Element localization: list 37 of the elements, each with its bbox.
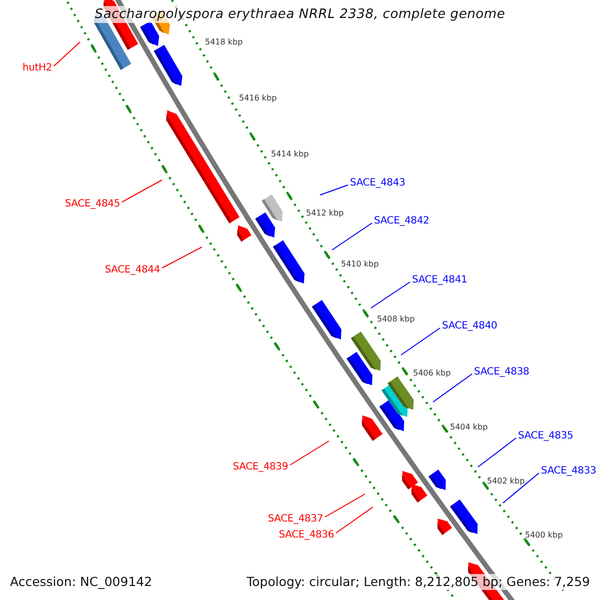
gene-label: SACE_4844	[104, 264, 160, 276]
scale-label: 5412 kbp	[306, 208, 344, 218]
scale-label: 5404 kbp	[450, 422, 488, 432]
leader-line	[370, 282, 410, 308]
leader-line	[324, 494, 366, 518]
gene-label: SACE_4838	[474, 366, 530, 378]
gene-label: hutH2	[22, 62, 52, 74]
leader-line	[332, 222, 372, 250]
leader-line	[162, 246, 202, 268]
info-text: Topology: circular; Length: 8,212,805 bp; Genes: 7,259	[244, 574, 592, 590]
gene-label: SACE_4842	[374, 214, 430, 228]
gene-label: SACE_4837	[268, 512, 323, 526]
gene-label: SACE_4839	[232, 460, 288, 474]
gene-label: SACE_4835	[518, 430, 574, 442]
scale-label: 5414 kbp	[271, 148, 309, 160]
leader-line	[54, 42, 80, 66]
leader-line	[320, 184, 348, 196]
leader-line	[336, 506, 374, 534]
scale-label: 5406 kbp	[413, 368, 451, 378]
scale-label: 5400 kbp	[525, 530, 563, 540]
gene-label: SACE_4836	[278, 528, 334, 542]
gene-label: SACE_4840	[442, 320, 498, 332]
leader-line	[502, 472, 540, 504]
scale-label: 5402 kbp	[487, 476, 525, 486]
gene-label: SACE_4841	[412, 274, 468, 286]
leader-line	[432, 374, 472, 402]
leader-line	[290, 440, 330, 466]
gene-label: SACE_4843	[350, 176, 406, 190]
scale-label: 5416 kbp	[239, 92, 277, 104]
leader-line	[478, 438, 516, 468]
leader-line	[400, 328, 440, 356]
scale-label: 5410 kbp	[341, 258, 379, 270]
gene-label: SACE_4833	[541, 464, 596, 478]
leader-line	[122, 180, 162, 202]
scale-label: 5408 kbp	[377, 314, 415, 324]
scale-label: 5418 kbp	[205, 36, 243, 48]
gene-label: SACE_4845	[64, 198, 120, 210]
